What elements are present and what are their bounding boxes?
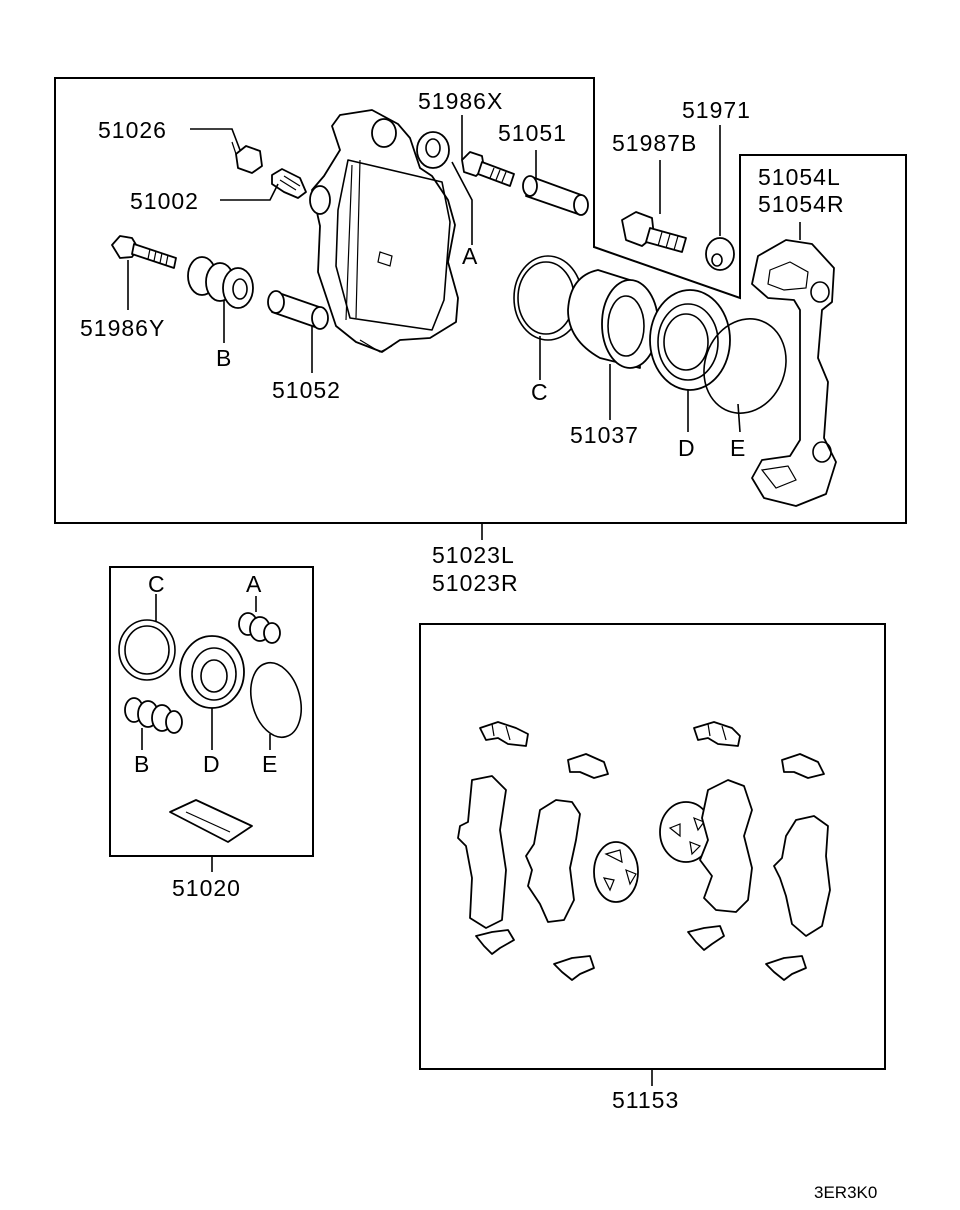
- label-b-kit: B: [134, 751, 150, 777]
- pad-shim-left-2: [593, 841, 639, 903]
- label-51002: 51002: [130, 188, 199, 214]
- leader-lines-main: [127, 115, 801, 540]
- diagram-code: 3ER3K0: [814, 1183, 877, 1202]
- label-51153: 51153: [612, 1087, 679, 1113]
- label-51986x: 51986X: [418, 88, 503, 114]
- pad-clip-bottom-3: [687, 925, 725, 951]
- label-51037: 51037: [570, 422, 639, 448]
- label-e-kit: E: [262, 751, 278, 777]
- part-51986y-bolt: [111, 235, 177, 269]
- label-d-main: D: [678, 435, 696, 461]
- label-51023l: 51023L: [432, 542, 515, 568]
- part-51987b-bolt: [621, 211, 687, 253]
- label-51987b: 51987B: [612, 130, 697, 156]
- label-51051: 51051: [498, 120, 567, 146]
- label-51020: 51020: [172, 875, 241, 901]
- label-51986y: 51986Y: [80, 315, 165, 341]
- part-51971-washer: [705, 237, 735, 271]
- leader-lines-kit: [141, 594, 271, 872]
- part-e-ring: [703, 318, 787, 414]
- kit-part-a-cap: [238, 612, 281, 644]
- part-b-boot: [187, 256, 254, 309]
- label-a-main: A: [462, 243, 478, 269]
- kit-part-c-seal: [118, 619, 176, 681]
- part-51026-cap: [231, 141, 263, 174]
- label-51054l: 51054L: [758, 164, 841, 190]
- part-51051-pin: [522, 175, 589, 216]
- label-c-kit: C: [148, 571, 166, 597]
- pad-clip-bottom-1: [475, 929, 515, 955]
- pad-shim-left: [525, 799, 581, 923]
- part-51002-bleeder: [271, 168, 307, 199]
- part-51054-support: [751, 239, 837, 507]
- part-caliper-body: [309, 109, 459, 353]
- part-d-boot: [649, 289, 731, 391]
- part-51052-sleeve: [267, 290, 329, 330]
- pad-clip-bottom-4: [765, 955, 807, 981]
- pad-clip-top-2: [567, 753, 609, 779]
- label-b-main: B: [216, 345, 232, 371]
- label-d-kit: D: [203, 751, 221, 777]
- label-51052: 51052: [272, 377, 341, 403]
- pad-clip-top-1: [479, 721, 529, 747]
- pad-clip-bottom-2: [553, 955, 595, 981]
- kit-part-d-boot: [179, 635, 245, 709]
- label-51026: 51026: [98, 117, 167, 143]
- pad-clip-top-3: [693, 721, 741, 747]
- pad-shim-right: [699, 779, 753, 913]
- part-51037-piston: [567, 269, 659, 369]
- label-c-main: C: [531, 379, 549, 405]
- pad-clip-top-4: [781, 753, 825, 779]
- caliper-assembly-frame: [54, 77, 907, 524]
- part-51986x-bolt: [461, 151, 515, 187]
- brake-pad-right: [773, 815, 831, 937]
- label-51054r: 51054R: [758, 191, 845, 217]
- label-51023r: 51023R: [432, 570, 519, 596]
- kit-part-e-ring: [250, 661, 302, 739]
- kit-part-b-boot: [124, 697, 183, 734]
- label-e-main: E: [730, 435, 746, 461]
- label-51971: 51971: [682, 97, 751, 123]
- brake-pad-left: [457, 775, 507, 929]
- kit-grease-packet: [169, 799, 253, 843]
- label-a-kit: A: [246, 571, 262, 597]
